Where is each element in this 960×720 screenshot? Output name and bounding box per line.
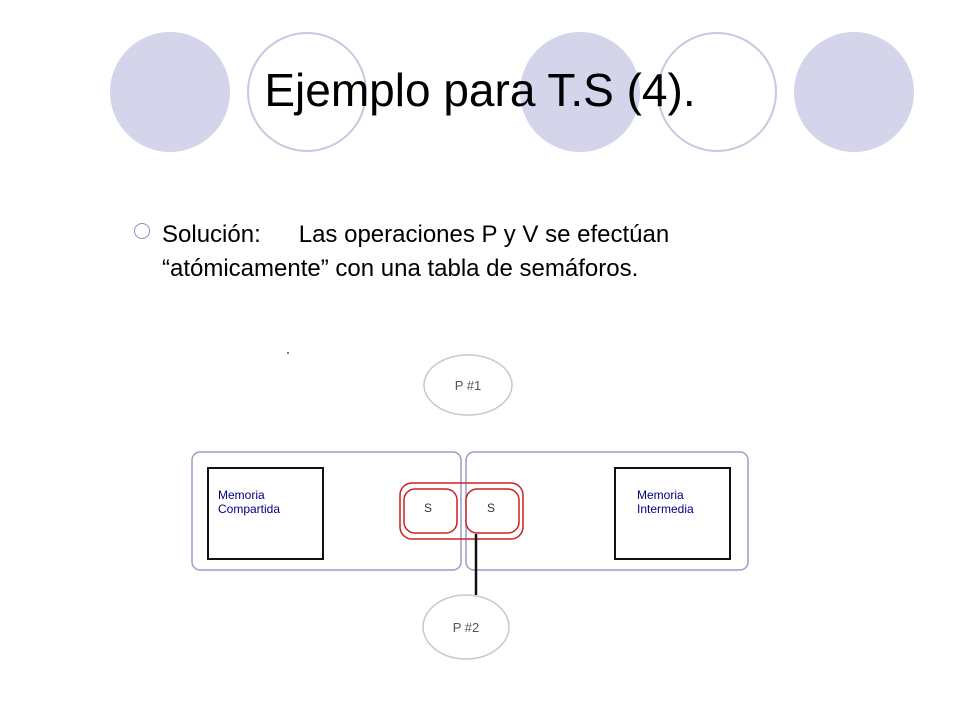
semaphore-right-label: S (487, 501, 495, 515)
memory-left-box (207, 467, 324, 560)
semaphore-diagram: P #1 Memoria Compartida Memoria Intermed… (191, 352, 749, 660)
memory-left-line-1: Memoria (218, 488, 265, 502)
decor-circle-filled-2 (520, 32, 640, 152)
bullet-text: Solución: Las operaciones P y V se efectú… (162, 218, 904, 286)
memory-right-line-1: Memoria (637, 488, 684, 502)
process-bottom-label: P #2 (453, 620, 480, 635)
semaphore-left-label: S (424, 501, 432, 515)
memory-right-label: Memoria Intermedia (637, 488, 694, 516)
slide-title: Ejemplo para T.S (4). (264, 64, 696, 116)
process-top-label: P #1 (455, 378, 482, 393)
decor-circle-ring-2 (657, 32, 777, 152)
process-bottom-node (422, 594, 510, 660)
semaphore-group-outer (399, 482, 524, 540)
bullet-line-2: “atómicamente” con una tabla de semáforo… (162, 255, 639, 282)
decor-circle-filled-3 (794, 32, 914, 152)
semaphore-right-box (465, 488, 520, 534)
region-left (191, 451, 462, 571)
semaphore-left-box (403, 488, 458, 534)
decor-circle-ring-1 (247, 32, 367, 152)
decor-circle-filled-1 (110, 32, 230, 152)
memory-right-line-2: Intermedia (637, 502, 694, 516)
memory-left-line-2: Compartida (218, 502, 280, 516)
diagram-dot (287, 352, 289, 354)
memory-right-box (614, 467, 731, 560)
process-top-node (423, 354, 513, 416)
hollow-circle-bullet-icon (134, 223, 150, 239)
bullet-line-1: Las operaciones P y V se efectúan (298, 221, 670, 248)
memory-left-label: Memoria Compartida (218, 488, 280, 516)
bullet-label: Solución: (162, 221, 261, 248)
